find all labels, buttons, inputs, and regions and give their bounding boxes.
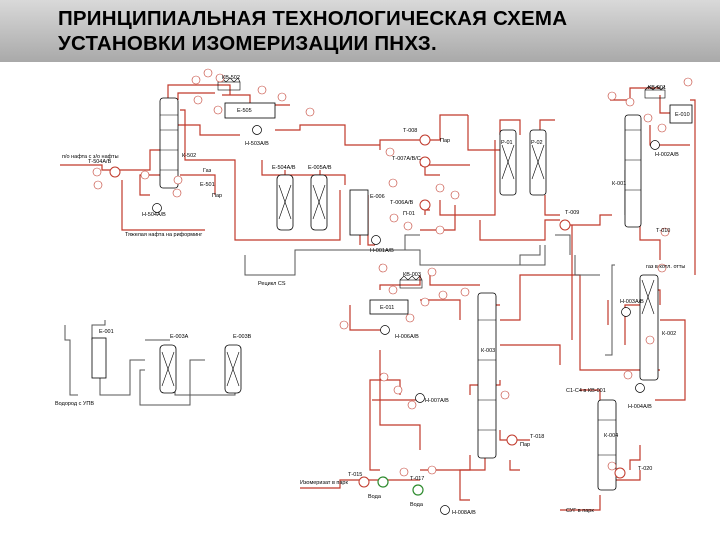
vessel-e505 <box>224 102 276 119</box>
label-r02: Р-02 <box>531 140 543 146</box>
label-c1c4-out: С1-С4 в КВ-001 <box>566 388 606 394</box>
label-e504: Е-504А/В <box>272 165 296 171</box>
title-bar: ПРИНЦИПИАЛЬНАЯ ТЕХНОЛОГИЧЕСКАЯ СХЕМА УСТ… <box>0 0 720 62</box>
label-k003: К-003 <box>481 348 495 354</box>
label-reflux-cs: Рецикл СS <box>258 281 286 287</box>
label-hydrogen-in: Водород с УПВ <box>55 401 94 407</box>
label-steam-1: Пар <box>212 193 222 199</box>
label-e006: Е-006 <box>370 194 385 200</box>
label-t006: Т-006А/В <box>390 200 414 206</box>
label-feed-in: п/о нафта с з/о нафты <box>62 154 119 160</box>
label-p01: П-01 <box>403 211 415 217</box>
column-k004 <box>597 399 617 491</box>
label-steam-3: Пар <box>520 442 530 448</box>
label-r01: Р-01 <box>501 140 513 146</box>
column-k001 <box>624 114 642 228</box>
column-k003 <box>477 292 497 459</box>
pumps <box>152 125 660 515</box>
label-e505: Е-505 <box>237 108 252 114</box>
label-n004: Н-004А/В <box>628 404 652 410</box>
label-gas: Газ <box>203 168 212 174</box>
label-n003: Н-003А/В <box>620 299 644 305</box>
utility-lines <box>64 170 626 406</box>
label-t017: Т-017 <box>410 476 424 482</box>
label-t008: Т-008 <box>403 128 417 134</box>
label-water-2: Вода <box>410 502 424 508</box>
label-kv502: КВ-502 <box>222 75 240 81</box>
label-e003b: Е-003В <box>233 334 252 340</box>
label-e001: Е-001 <box>99 329 114 335</box>
vessel-e006 <box>349 189 369 236</box>
label-kv001: КВ-001 <box>648 85 666 91</box>
label-heavy-naphtha: Тяжелая нафта на риформинг <box>125 232 202 238</box>
vessel-e011 <box>369 299 409 315</box>
column-k002 <box>639 274 659 381</box>
title-line-2: УСТАНОВКИ ИЗОМЕРИЗАЦИИ ПНХЗ. <box>58 32 437 55</box>
stream-labels: п/о нафта с з/о нафты Тяжелая нафта на р… <box>55 138 685 514</box>
label-k004: К-004 <box>604 433 618 439</box>
air-coolers <box>217 77 666 289</box>
label-t018: Т-018 <box>530 434 544 440</box>
label-t007: Т-007А/В/С <box>392 156 421 162</box>
label-n007: Н-007А/В <box>425 398 449 404</box>
label-n001: Н-001А/В <box>370 248 394 254</box>
column-k502 <box>159 97 179 189</box>
label-k001: К-001 <box>612 181 626 187</box>
green-exchangers <box>377 476 424 496</box>
label-e005: Е-005А/В <box>308 165 332 171</box>
label-h504: Н-504А/В <box>142 212 166 218</box>
label-sg-out: СУГ в парк <box>566 508 594 514</box>
label-e011: Е-011 <box>380 305 394 311</box>
heat-exchangers <box>109 134 626 488</box>
label-water-1: Вода <box>368 494 382 500</box>
label-t010: Т-010 <box>656 228 670 234</box>
label-n006: Н-006А/В <box>395 334 419 340</box>
label-n008: Н-008А/В <box>452 510 476 516</box>
page-title: ПРИНЦИПИАЛЬНАЯ ТЕХНОЛОГИЧЕСКАЯ СХЕМА УСТ… <box>58 6 567 56</box>
instrument-bubbles <box>92 68 693 477</box>
label-steam-2: Пар <box>440 138 450 144</box>
label-k502: К-502 <box>182 153 196 159</box>
equipment-labels: К-502 Т-504А/В Н-504А/В Е-501 Е-505 Н-50… <box>88 75 690 516</box>
label-fuel-gas: газ в котл. отты <box>646 264 685 270</box>
label-t015: Т-015 <box>348 472 362 478</box>
label-e501: Е-501 <box>200 182 215 188</box>
vessel-e001 <box>91 337 107 379</box>
label-t009: Т-009 <box>565 210 579 216</box>
process-flow-diagram: К-502 Т-504А/В Н-504А/В Е-501 Е-505 Н-50… <box>55 68 696 516</box>
label-t020: Т-020 <box>638 466 652 472</box>
label-t504: Т-504А/В <box>88 159 112 165</box>
label-kv003: КВ-003 <box>403 272 421 278</box>
label-k002: К-002 <box>662 331 676 337</box>
label-n002: Н-002А/В <box>655 152 679 158</box>
label-isomerizate-out: Изомеризат в парк <box>300 480 348 486</box>
column-trays <box>160 114 641 456</box>
label-e010: Е-010 <box>675 112 690 118</box>
title-line-1: ПРИНЦИПИАЛЬНАЯ ТЕХНОЛОГИЧЕСКАЯ СХЕМА <box>58 7 568 30</box>
vessel-e010 <box>669 104 693 124</box>
label-e003a: Е-003А <box>170 334 189 340</box>
label-n503: Н-503А/В <box>245 141 269 147</box>
